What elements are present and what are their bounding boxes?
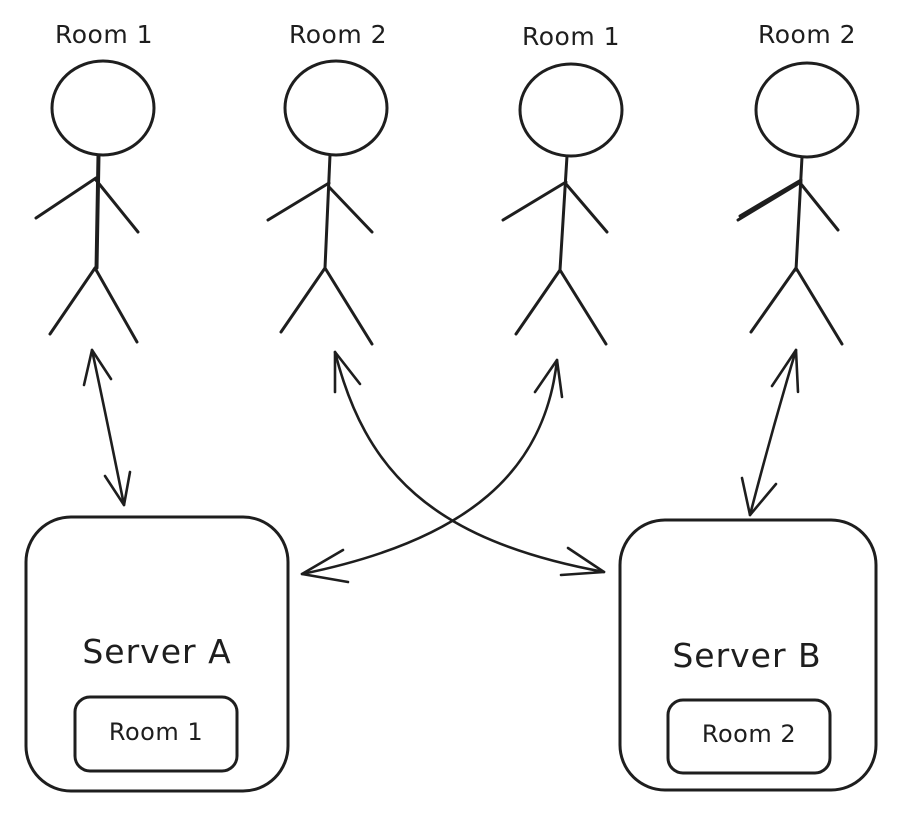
person-3-body <box>558 154 569 272</box>
server-a-name: Server A <box>82 632 232 671</box>
server-b-room-label: Room 2 <box>701 720 797 748</box>
person-3-head <box>518 62 624 158</box>
person-4-head <box>754 61 860 159</box>
person-2-room-label: Room 2 <box>288 20 388 49</box>
person-4-legs <box>749 266 844 346</box>
server-a-room-label: Room 1 <box>108 718 204 746</box>
server-b-room-box <box>666 698 832 775</box>
server-b-name: Server B <box>672 636 822 675</box>
person-1-legs <box>48 266 139 344</box>
arrow-person1-servera <box>82 348 132 507</box>
person-4-room-label: Room 2 <box>757 20 857 49</box>
arrow-person2-serverb <box>333 350 606 577</box>
person-1-figure <box>34 59 156 344</box>
person-2-figure <box>266 59 389 346</box>
person-4-body <box>794 155 804 272</box>
person-3-figure <box>501 62 624 346</box>
person-2-legs <box>279 266 374 346</box>
server-a-box <box>24 515 290 793</box>
arrow-person3-servera <box>300 358 564 584</box>
arrow-person4-serverb <box>740 348 800 517</box>
person-1-room-label: Room 1 <box>54 20 154 49</box>
person-1-arms <box>34 176 140 234</box>
person-2-arms <box>266 181 374 234</box>
person-3-legs <box>514 268 608 346</box>
person-3-room-label: Room 1 <box>521 22 621 51</box>
person-1-head <box>50 59 156 157</box>
server-a-room-box <box>73 695 239 773</box>
person-4-figure <box>736 61 860 346</box>
person-3-arms <box>501 180 609 234</box>
person-2-body <box>323 153 332 270</box>
person-1-body <box>94 153 101 272</box>
server-b-box <box>618 518 878 792</box>
person-4-arms <box>736 178 840 232</box>
person-2-head <box>283 59 389 157</box>
